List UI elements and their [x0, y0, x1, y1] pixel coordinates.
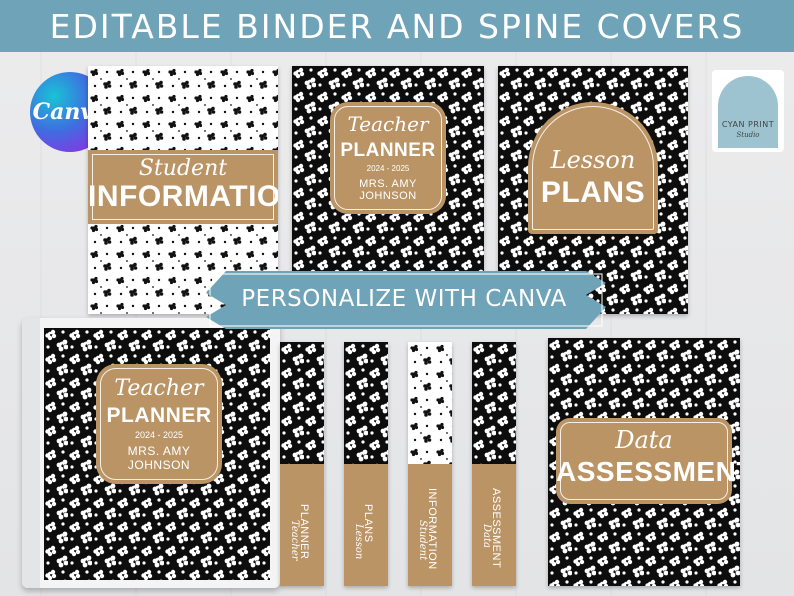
spine-caps-text: PLANS	[362, 504, 374, 543]
binder-caps-text: PLANNER	[106, 404, 212, 427]
cover-script-text: Student	[138, 156, 228, 181]
spine-caps-text: ASSESSMENT	[490, 488, 502, 569]
ribbon-text: PERSONALIZE WITH CANVA	[241, 286, 567, 312]
studio-logo: CYAN PRINT Studio	[712, 70, 784, 152]
binder-name-text: MRS. AMY JOHNSON	[127, 444, 191, 472]
spine-label: Lesson PLANS	[344, 464, 388, 586]
cover-teacher-planner: Teacher PLANNER 2024 - 2025 MRS. AMY JOH…	[292, 66, 484, 286]
cover-label: Teacher PLANNER 2024 - 2025 MRS. AMY JOH…	[330, 102, 446, 214]
binder-spine-edge	[22, 318, 40, 588]
title-banner: EDITABLE BINDER AND SPINE COVERS	[0, 0, 794, 52]
cover-caps-text: ASSESSMENT	[556, 456, 740, 487]
binder-script-text: Teacher	[114, 376, 204, 401]
cover-label: Student INFORMATION	[88, 150, 278, 224]
spine-caps-text: INFORMATION	[426, 488, 438, 570]
cover-caps-text: INFORMATION	[88, 180, 278, 213]
cover-data-assessment: Data ASSESSMENT	[548, 338, 740, 586]
spine-student-information: Student INFORMATION	[408, 342, 452, 586]
spine-teacher-planner: Teacher PLANNER	[280, 342, 324, 586]
ribbon-shape	[206, 271, 606, 329]
spine-label: Teacher PLANNER	[280, 464, 324, 586]
cover-caps-text: PLANNER	[340, 140, 436, 161]
banner-title: EDITABLE BINDER AND SPINE COVERS	[49, 6, 745, 46]
spine-lesson-plans: Lesson PLANS	[344, 342, 388, 586]
binder-mockup: Teacher PLANNER 2024 - 2025 MRS. AMY JOH…	[22, 318, 280, 588]
binder-label: Teacher PLANNER 2024 - 2025 MRS. AMY JOH…	[96, 364, 222, 484]
cover-caps-text: PLANS	[540, 176, 646, 209]
cover-name-text: MRS. AMY JOHNSON	[359, 178, 417, 202]
binder-cover: Teacher PLANNER 2024 - 2025 MRS. AMY JOH…	[44, 328, 270, 580]
binder-year-text: 2024 - 2025	[134, 430, 184, 440]
studio-sub: Studio	[736, 131, 760, 139]
cover-label: Data ASSESSMENT	[556, 418, 740, 504]
cover-script-text: Teacher	[347, 112, 429, 136]
spine-data-assessment: Data ASSESSMENT	[472, 342, 516, 586]
cover-script-text: Lesson	[550, 146, 636, 174]
cover-script-text: Data	[615, 426, 673, 454]
spine-label: Student INFORMATION	[408, 464, 452, 586]
spine-caps-text: PLANNER	[298, 504, 310, 560]
studio-name: CYAN PRINT	[721, 120, 775, 129]
cover-label: Lesson PLANS	[528, 102, 658, 234]
spine-label: Data ASSESSMENT	[472, 464, 516, 586]
cover-year-text: 2024 - 2025	[366, 164, 410, 173]
studio-arch-shape	[718, 76, 778, 148]
